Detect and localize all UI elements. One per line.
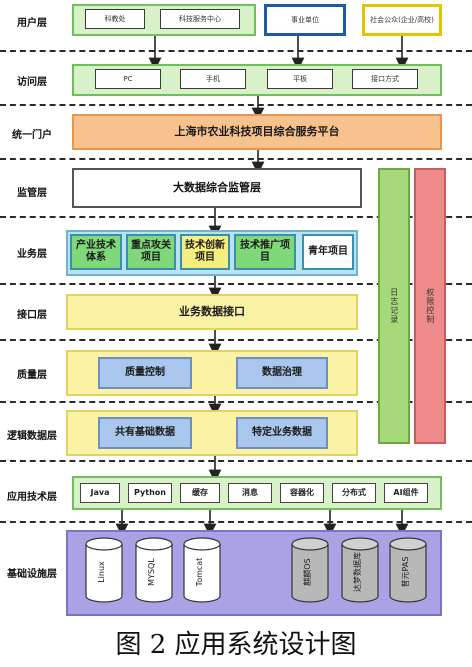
biz-youth-project: 青年项目 [302, 234, 354, 270]
cyl-label-linux: Linux [97, 561, 106, 583]
infra-band [66, 530, 442, 616]
supervise-box: 大数据综合监管层 [72, 168, 362, 208]
tech-message: 消息 [228, 483, 272, 503]
quality-control: 质量控制 [98, 357, 192, 389]
data-governance: 数据治理 [236, 357, 328, 389]
layer-separator [0, 216, 472, 218]
layer-separator [0, 339, 472, 341]
access-tablet: 平板 [267, 69, 333, 89]
log-record-label: 日志记录 [389, 288, 399, 324]
tech-distributed: 分布式 [332, 483, 376, 503]
cyl-label-kylin: 麒麟OS [302, 558, 312, 585]
access-pc: PC [95, 69, 161, 89]
tech-container: 容器化 [280, 483, 324, 503]
cyl-label-primeton: 普元PAS [400, 557, 410, 588]
portal-banner: 上海市农业科技项目综合服务平台 [72, 114, 442, 150]
layer-label-supervise: 监管层 [17, 188, 47, 199]
cylinder-linux: Linux [85, 537, 123, 603]
layer-separator [0, 521, 472, 523]
layer-separator [0, 283, 472, 285]
layer-separator [0, 50, 472, 52]
access-interface-method: 接口方式 [352, 69, 418, 89]
cyl-label-dameng: 达梦数据库 [352, 552, 362, 592]
shared-base-data: 共有基础数据 [98, 417, 192, 449]
tech-java: Java [80, 483, 120, 503]
cylinder-tomcat: Tomcat [183, 537, 221, 603]
cyl-label-tomcat: Tomcat [195, 558, 204, 588]
biz-promotion-project: 技术推广项目 [234, 234, 296, 270]
cylinder-primeton-pas: 普元PAS [389, 537, 427, 603]
layer-label-logic: 逻辑数据层 [7, 431, 57, 442]
layer-separator [0, 158, 472, 160]
layer-label-tech: 应用技术层 [7, 492, 57, 503]
user-kejiaochu: 科教处 [85, 9, 145, 29]
access-control-bar: 权限控制 [414, 168, 446, 444]
layer-label-business: 业务层 [17, 249, 47, 260]
biz-industry-tech-system: 产业技术体系 [70, 234, 122, 270]
figure-caption: 图 2 应用系统设计图 [115, 630, 357, 660]
user-general-public: 社会公众(企业/高校) [362, 4, 442, 36]
tech-cache: 缓存 [180, 483, 220, 503]
interface-box: 业务数据接口 [66, 294, 358, 330]
layer-label-quality: 质量层 [17, 370, 47, 381]
cylinder-mysql: MYSQL [135, 537, 173, 603]
cylinder-kylin-os: 麒麟OS [291, 537, 329, 603]
layer-separator [0, 104, 472, 106]
biz-innovation-project: 技术创新项目 [180, 234, 230, 270]
layer-label-access: 访问层 [17, 77, 47, 88]
specific-business-data: 特定业务数据 [236, 417, 328, 449]
layer-label-user: 用户层 [17, 18, 47, 29]
tech-ai-component: AI组件 [384, 483, 428, 503]
layer-label-interface: 接口层 [17, 310, 47, 321]
user-public-institution: 事业单位 [264, 4, 346, 36]
biz-key-project: 重点攻关项目 [126, 234, 176, 270]
cylinder-dameng-db: 达梦数据库 [341, 537, 379, 603]
log-record-bar: 日志记录 [378, 168, 410, 444]
access-control-label: 权限控制 [425, 288, 435, 324]
tech-python: Python [128, 483, 172, 503]
user-tech-service-center: 科技服务中心 [160, 9, 240, 29]
layer-separator [0, 401, 472, 403]
cyl-label-mysql: MYSQL [147, 558, 156, 586]
layer-label-infra: 基础设施层 [7, 569, 57, 580]
infra-cylinders: Linux MYSQL Tomcat 麒麟OS 达梦数据库 普元PAS [85, 537, 427, 603]
access-phone: 手机 [180, 69, 246, 89]
layer-separator [0, 460, 472, 462]
layer-label-portal: 统一门户 [12, 130, 52, 141]
